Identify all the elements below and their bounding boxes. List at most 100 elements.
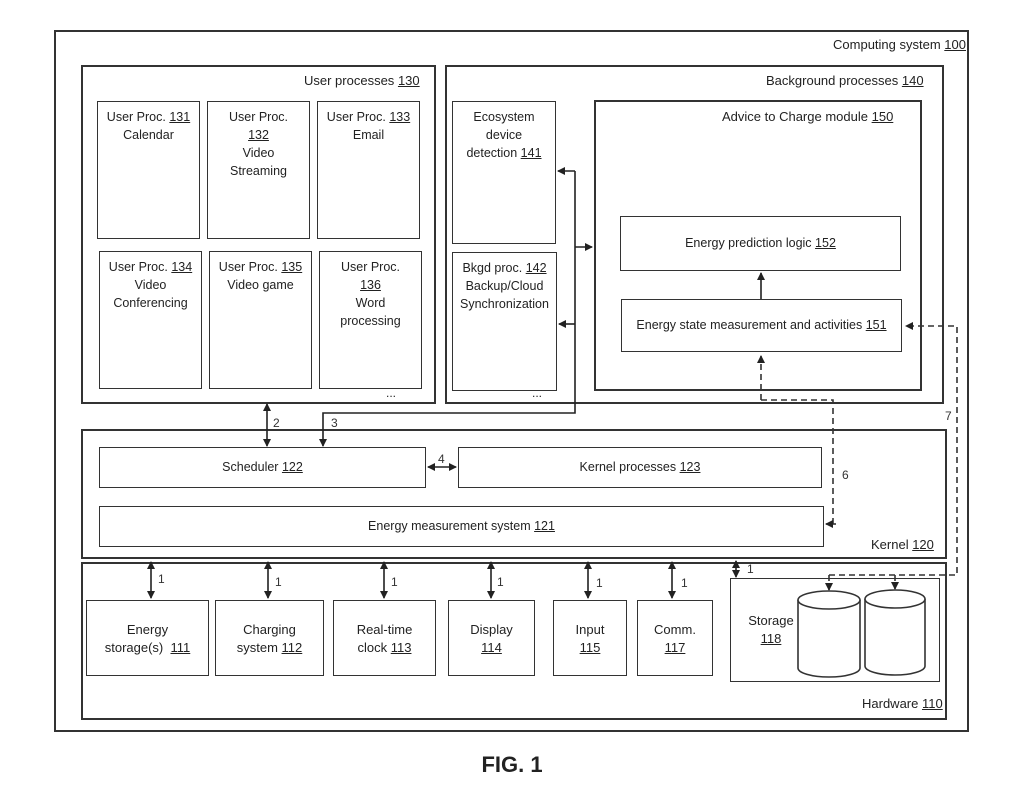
energy-measurement-label: Energy measurement system bbox=[368, 519, 531, 533]
hw-line1: Real-time bbox=[356, 622, 413, 637]
hw-display-114: Display 114 bbox=[448, 600, 535, 676]
measurement-text: Energy state measurement and activities … bbox=[622, 316, 901, 334]
edge-label-2: 2 bbox=[273, 416, 280, 430]
kernel-processes-123: Kernel processes 123 bbox=[458, 447, 822, 488]
hw-line1: Energy bbox=[126, 622, 169, 637]
advice-module-ref: 150 bbox=[871, 109, 894, 124]
bkgd-proc-142: Bkgd proc. 142 Backup/Cloud Synchronizat… bbox=[452, 252, 557, 391]
background-processes-label: Background processes bbox=[766, 73, 899, 88]
storage-118-box bbox=[730, 578, 940, 682]
hardware-title: Hardware 110 bbox=[862, 696, 943, 711]
edge-label-1: 1 bbox=[747, 562, 754, 576]
hw-comm-117: Comm. 117 bbox=[637, 600, 713, 676]
hw-ref: 115 bbox=[579, 640, 601, 655]
background-processes-ref: 140 bbox=[901, 73, 924, 88]
background-processes-title: Background processes 140 bbox=[766, 73, 924, 88]
user-proc-desc: Email bbox=[352, 128, 385, 142]
kernel-ref: 120 bbox=[912, 537, 934, 552]
user-proc-label: User Proc. bbox=[340, 260, 401, 274]
user-processes-ref: 130 bbox=[397, 73, 420, 88]
figure-label: FIG. 1 bbox=[481, 752, 543, 777]
hw-text: Comm. 117 bbox=[638, 621, 712, 657]
scheduler-122: Scheduler 122 bbox=[99, 447, 426, 488]
hardware-box bbox=[81, 562, 947, 720]
computing-system-ref: 100 bbox=[944, 37, 966, 52]
user-proc-136-text: User Proc. 136 Word processing bbox=[320, 258, 421, 330]
activity-dbs-118b-text: Activity DBS 118B bbox=[863, 620, 927, 656]
advice-module-label: Advice to Charge module bbox=[722, 109, 868, 124]
measurement-ref: 151 bbox=[865, 318, 887, 332]
hw-line1: Comm. bbox=[654, 622, 696, 637]
hw-text: Real-time clock 113 bbox=[334, 621, 435, 657]
edge-label-1: 1 bbox=[497, 575, 504, 589]
scheduler-ref: 122 bbox=[281, 460, 303, 474]
user-proc-desc: Calendar bbox=[123, 128, 174, 142]
hw-charging-system-112: Charging system 112 bbox=[215, 600, 324, 676]
user-proc-ref: 135 bbox=[281, 260, 303, 274]
user-proc-label: User Proc. bbox=[108, 260, 168, 274]
hw-line2: storage(s) bbox=[104, 640, 164, 655]
user-proc-131: User Proc. 131 Calendar bbox=[97, 101, 200, 239]
computing-system-title: Computing system 100 bbox=[833, 37, 966, 52]
edge-label-3: 3 bbox=[331, 416, 338, 430]
hw-line1: Input bbox=[575, 622, 605, 637]
hw-ref: 112 bbox=[281, 640, 303, 655]
user-processes-box bbox=[81, 65, 436, 404]
storage-label: Storage bbox=[748, 613, 794, 628]
bkgd-proc-text: Bkgd proc. 142 Backup/Cloud Synchronizat… bbox=[453, 259, 556, 313]
ecosystem-text: Ecosystem device detection 141 bbox=[453, 108, 555, 162]
user-proc-136: User Proc. 136 Word processing bbox=[319, 251, 422, 389]
user-proc-135: User Proc. 135 Video game bbox=[209, 251, 312, 389]
kernel-title: Kernel 120 bbox=[871, 537, 934, 552]
user-proc-desc: Video Conferencing bbox=[113, 278, 188, 310]
energy-measurement-system-121: Energy measurement system 121 bbox=[99, 506, 824, 547]
hw-line1: Display bbox=[470, 622, 513, 637]
energy-dbs-118a-text: Energy DBS 118A bbox=[796, 620, 860, 656]
user-proc-ref: 133 bbox=[389, 110, 411, 124]
edge-label-1: 1 bbox=[596, 576, 603, 590]
computing-system-box bbox=[54, 30, 969, 732]
energy-measurement-ref: 121 bbox=[534, 519, 555, 533]
advice-to-charge-title: Advice to Charge module 150 bbox=[722, 109, 893, 124]
scheduler-label: Scheduler bbox=[222, 460, 279, 474]
energy-prediction-logic-152: Energy prediction logic 152 bbox=[620, 216, 901, 271]
user-proc-134-text: User Proc. 134 Video Conferencing bbox=[100, 258, 201, 312]
db-line2: DBS bbox=[799, 640, 825, 654]
hardware-ref: 110 bbox=[921, 696, 943, 711]
hardware-label: Hardware bbox=[862, 696, 919, 711]
user-proc-ref: 132 bbox=[248, 128, 269, 142]
user-proc-ref: 136 bbox=[360, 278, 381, 292]
user-processes-label: User processes bbox=[304, 73, 395, 88]
hw-real-time-clock-113: Real-time clock 113 bbox=[333, 600, 436, 676]
db-line2: DBS bbox=[866, 640, 892, 654]
storage-ref: 118 bbox=[760, 631, 782, 646]
storage-118-text: Storage 118 bbox=[742, 612, 800, 648]
background-processes-box bbox=[445, 65, 944, 404]
user-proc-label: User Proc. bbox=[326, 110, 386, 124]
edge-label-1: 1 bbox=[275, 575, 282, 589]
user-proc-label: User Proc. bbox=[218, 260, 278, 274]
user-proc-132: User Proc. 132 Video Streaming bbox=[207, 101, 310, 239]
user-proc-ref: 131 bbox=[169, 110, 191, 124]
measurement-label: Energy state measurement and activities bbox=[636, 318, 863, 332]
user-proc-desc: Video Streaming bbox=[230, 146, 287, 178]
user-proc-134: User Proc. 134 Video Conferencing bbox=[99, 251, 202, 389]
energy-measurement-text: Energy measurement system 121 bbox=[100, 517, 823, 535]
hw-ref: 111 bbox=[170, 640, 191, 655]
edge-label-1: 1 bbox=[158, 572, 165, 586]
hw-ref: 117 bbox=[664, 640, 686, 655]
computing-system-label: Computing system bbox=[833, 37, 941, 52]
hw-line2: system bbox=[236, 640, 278, 655]
prediction-text: Energy prediction logic 152 bbox=[621, 234, 900, 252]
db-ref: 118A bbox=[828, 640, 857, 654]
kernel-processes-text: Kernel processes 123 bbox=[459, 458, 821, 476]
hw-text: Charging system 112 bbox=[216, 621, 323, 657]
user-proc-131-text: User Proc. 131 Calendar bbox=[98, 108, 199, 144]
prediction-ref: 152 bbox=[815, 236, 836, 250]
hw-ref: 113 bbox=[390, 640, 412, 655]
energy-state-measurement-151: Energy state measurement and activities … bbox=[621, 299, 902, 352]
ecosystem-device-detection-141: Ecosystem device detection 141 bbox=[452, 101, 556, 244]
user-proc-135-text: User Proc. 135 Video game bbox=[210, 258, 311, 294]
db-ref: 118B bbox=[895, 640, 924, 654]
user-proc-desc: Video game bbox=[227, 278, 294, 292]
